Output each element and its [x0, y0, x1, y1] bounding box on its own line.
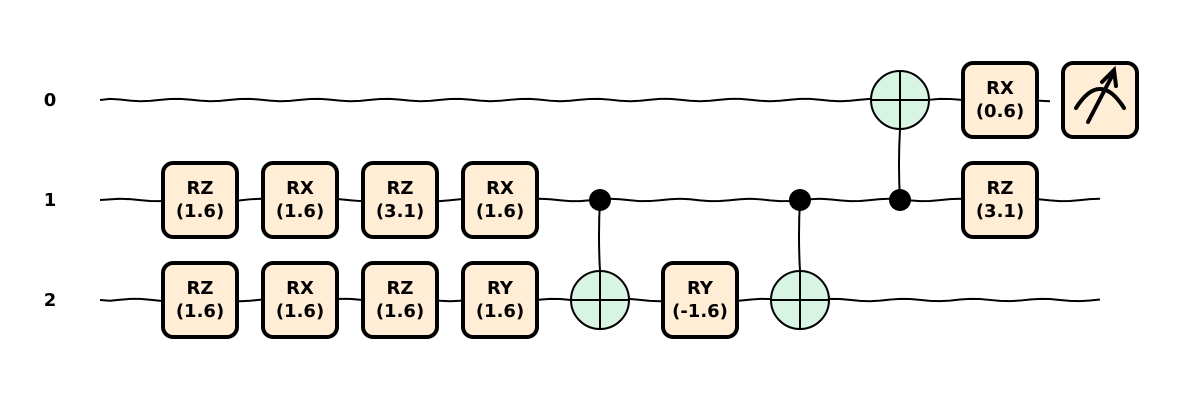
- gate-rz[interactable]: RZ(3.1): [361, 161, 439, 239]
- gate-box: [261, 161, 339, 239]
- gate-box: [461, 161, 539, 239]
- cnot-gate[interactable]: [570, 189, 630, 330]
- control-dot-icon: [789, 189, 811, 211]
- gate-name: RX: [286, 278, 314, 299]
- gate-box: [261, 261, 339, 339]
- links-layer: [598, 128, 901, 272]
- control-dot-icon: [589, 189, 611, 211]
- gate-box: [661, 261, 739, 339]
- labels-layer: 0 1 2: [44, 90, 57, 311]
- gate-param: (3.1): [376, 201, 424, 222]
- gate-rz[interactable]: RZ(3.1): [961, 161, 1039, 239]
- qubit-label: 0: [44, 90, 57, 111]
- gate-name: RX: [486, 178, 514, 199]
- gate-name: RX: [986, 78, 1014, 99]
- meter-icon: [1074, 87, 1126, 110]
- gate-name: RZ: [387, 178, 414, 199]
- gate-box: [461, 261, 539, 339]
- gate-ry[interactable]: RY(-1.6): [661, 261, 739, 339]
- qubit-label: 2: [44, 290, 57, 311]
- gate-param: (0.6): [976, 101, 1024, 122]
- gate-name: RZ: [987, 178, 1014, 199]
- control-dot-icon: [889, 189, 911, 211]
- measure-gate[interactable]: [1061, 61, 1139, 139]
- gate-box: [961, 161, 1039, 239]
- gate-param: (1.6): [476, 201, 524, 222]
- gate-name: RX: [286, 178, 314, 199]
- gate-param: (1.6): [476, 301, 524, 322]
- gate-box: [361, 161, 439, 239]
- gate-rz[interactable]: RZ(1.6): [361, 261, 439, 339]
- cnot-gate[interactable]: [770, 189, 830, 330]
- gate-param: (1.6): [276, 301, 324, 322]
- gate-rx[interactable]: RX(1.6): [261, 161, 339, 239]
- cnot-gate[interactable]: [870, 70, 930, 211]
- gate-name: RZ: [187, 278, 214, 299]
- gate-rx[interactable]: RX(0.6): [961, 61, 1039, 139]
- gate-param: (-1.6): [672, 301, 728, 322]
- gate-name: RY: [487, 278, 514, 299]
- gate-rx[interactable]: RX(1.6): [261, 261, 339, 339]
- gate-rx[interactable]: RX(1.6): [461, 161, 539, 239]
- gate-param: (3.1): [976, 201, 1024, 222]
- gate-rz[interactable]: RZ(1.6): [161, 161, 239, 239]
- gate-box: [161, 261, 239, 339]
- gate-name: RZ: [187, 178, 214, 199]
- gate-name: RY: [687, 278, 714, 299]
- gate-param: (1.6): [176, 301, 224, 322]
- gate-ry[interactable]: RY(1.6): [461, 261, 539, 339]
- gates-layer: RZ(1.6)RZ(1.6)RX(1.6)RX(1.6)RZ(3.1)RZ(1.…: [161, 61, 1139, 339]
- gate-box: [961, 61, 1039, 139]
- qubit-label: 1: [44, 190, 57, 211]
- meter-needle: [1086, 74, 1114, 124]
- gate-param: (1.6): [376, 301, 424, 322]
- meter-needle-tip: [1100, 65, 1118, 88]
- gate-rz[interactable]: RZ(1.6): [161, 261, 239, 339]
- gate-param: (1.6): [176, 201, 224, 222]
- gate-name: RZ: [387, 278, 414, 299]
- gate-param: (1.6): [276, 201, 324, 222]
- gate-box: [361, 261, 439, 339]
- gate-box: [161, 161, 239, 239]
